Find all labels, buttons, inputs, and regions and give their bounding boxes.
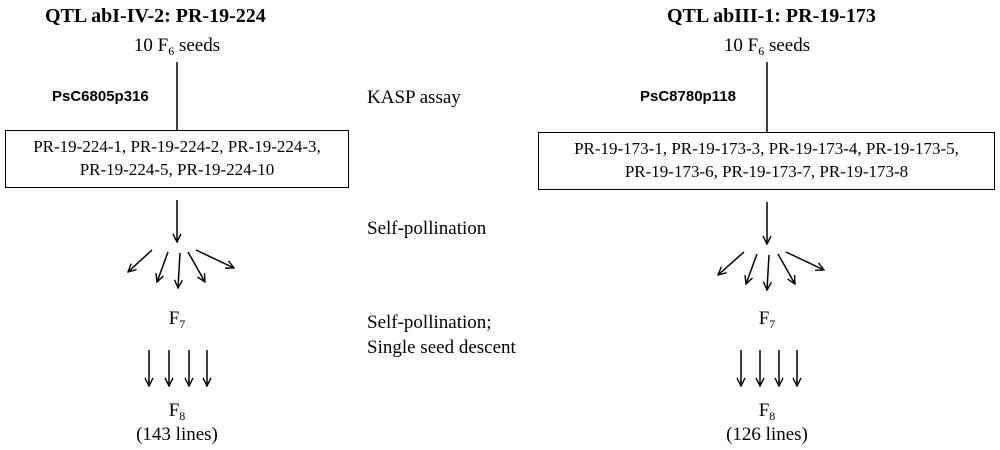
step-ssd-line-2: Single seed descent	[367, 337, 516, 358]
right-selected-lines-box: PR-19-173-1, PR-19-173-3, PR-19-173-4, P…	[538, 132, 995, 190]
left-f7-main: F	[168, 308, 180, 329]
left-selected-lines-box: PR-19-224-1, PR-19-224-2, PR-19-224-3, P…	[5, 130, 349, 188]
right-lines-count: (126 lines)	[726, 424, 808, 445]
left-fan-arrow-4	[187, 251, 205, 282]
right-f7-main: F	[758, 308, 770, 329]
right-f7-sub: 7	[769, 317, 776, 331]
right-fan-arrow-5	[785, 251, 824, 270]
right-fan-arrow-1	[718, 251, 745, 275]
left-seeds-prefix: 10 F	[133, 35, 169, 56]
left-title: QTL abI-IV-2: PR-19-224	[45, 5, 266, 27]
right-f8-sub: 8	[769, 409, 776, 423]
right-fan-arrow-4	[777, 253, 795, 284]
right-fan-arrow-2	[746, 253, 758, 284]
left-fan-arrow-3	[178, 252, 180, 288]
right-fan-arrow-3	[767, 254, 769, 290]
left-lines-count: (143 lines)	[136, 424, 218, 445]
right-f8-label: F8	[737, 400, 797, 422]
left-f8-main: F	[168, 400, 180, 421]
right-seeds-label: 10 F6 seeds	[687, 35, 847, 57]
left-seeds-generation: 6	[168, 44, 175, 58]
step-self-pollination: Self-pollination	[367, 218, 487, 239]
left-f7-label: F7	[147, 308, 207, 330]
left-fan-arrow-2	[157, 251, 169, 282]
left-f8-label: F8	[147, 400, 207, 422]
step-ssd-line-1: Self-pollination;	[367, 312, 492, 333]
left-fan-arrow-5	[195, 249, 234, 268]
right-marker: PsC8780p118	[640, 88, 736, 105]
left-seeds-suffix: seeds	[174, 35, 221, 56]
right-f8-main: F	[758, 400, 770, 421]
right-selected-line-1: PR-19-173-1, PR-19-173-3, PR-19-173-4, P…	[574, 139, 959, 158]
left-selected-line-1: PR-19-224-1, PR-19-224-2, PR-19-224-3,	[33, 137, 321, 156]
step-kasp-assay: KASP assay	[367, 87, 461, 108]
left-f7-sub: 7	[179, 317, 186, 331]
left-fan-arrow-1	[128, 249, 153, 272]
left-marker: PsC6805p316	[52, 88, 149, 105]
left-f8-sub: 8	[179, 409, 186, 423]
left-selected-line-2: PR-19-224-5, PR-19-224-10	[79, 160, 275, 179]
right-seeds-prefix: 10 F	[723, 35, 759, 56]
right-f7-label: F7	[737, 308, 797, 330]
right-seeds-suffix: seeds	[764, 35, 811, 56]
right-title: QTL abIII-1: PR-19-173	[667, 5, 876, 27]
left-seeds-label: 10 F6 seeds	[97, 35, 257, 57]
right-selected-line-2: PR-19-173-6, PR-19-173-7, PR-19-173-8	[624, 162, 909, 181]
right-seeds-generation: 6	[758, 44, 765, 58]
